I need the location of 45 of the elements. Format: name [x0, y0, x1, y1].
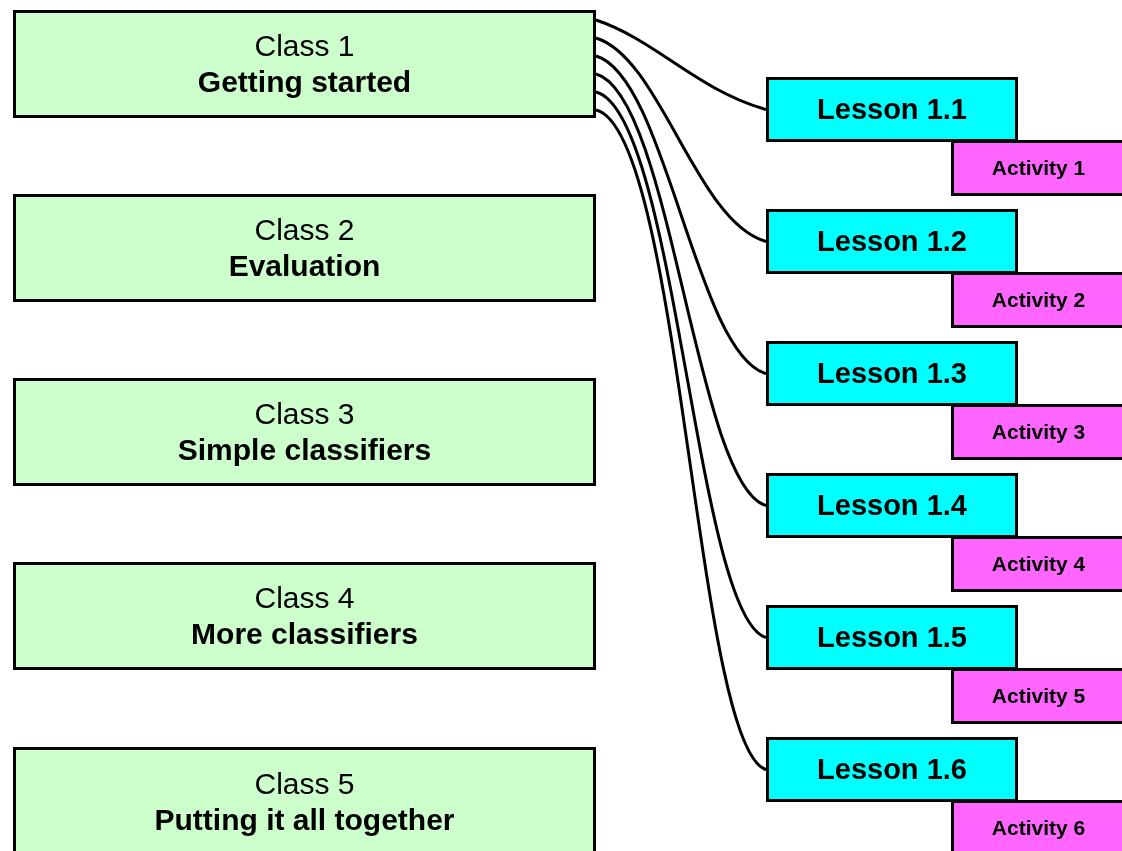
class-subtitle: Evaluation: [228, 248, 381, 284]
class-box: [13, 747, 596, 851]
connector-line: [595, 108, 768, 771]
class-box: [13, 194, 596, 302]
class-box: [13, 562, 596, 670]
connector-line: [595, 90, 767, 639]
lesson-box: [766, 341, 1018, 406]
activity-label: Activity 6: [991, 816, 1086, 840]
connector-line: [595, 18, 767, 111]
lesson-box: [766, 737, 1018, 802]
lesson-box: [766, 605, 1018, 670]
class-subtitle: More classifiers: [191, 616, 418, 652]
activity-label: Activity 2: [991, 288, 1086, 312]
lesson-label: Lesson 1.6: [817, 753, 967, 786]
class-box: [13, 378, 596, 486]
activity-label: Activity 3: [991, 420, 1086, 444]
lesson-label: Lesson 1.2: [817, 225, 967, 258]
class-title: Class 4: [254, 580, 355, 616]
lesson-box: [766, 473, 1018, 538]
activity-box: [951, 800, 1122, 851]
class-box: [13, 10, 596, 118]
lesson-label: Lesson 1.4: [817, 489, 967, 522]
activity-label: Activity 1: [991, 156, 1086, 180]
activity-box: [951, 272, 1122, 328]
connector-line: [595, 72, 767, 507]
class-title: Class 3: [254, 396, 355, 432]
connector-line: [595, 36, 767, 243]
activity-box: [951, 668, 1122, 724]
class-title: Class 2: [254, 212, 355, 248]
class-subtitle: Simple classifiers: [177, 432, 432, 468]
lesson-label: Lesson 1.1: [817, 93, 967, 126]
lesson-label: Lesson 1.3: [817, 357, 967, 390]
activity-label: Activity 4: [991, 552, 1086, 576]
activity-box: [951, 404, 1122, 460]
connector-line: [595, 54, 767, 375]
activity-box: [951, 140, 1122, 196]
class-title: Class 5: [254, 766, 355, 802]
lesson-box: [766, 209, 1018, 274]
lesson-label: Lesson 1.5: [817, 621, 967, 654]
activity-box: [951, 536, 1122, 592]
class-title: Class 1: [254, 28, 355, 64]
class-subtitle: Putting it all together: [154, 802, 455, 838]
class-subtitle: Getting started: [197, 64, 412, 100]
activity-label: Activity 5: [991, 684, 1086, 708]
lesson-box: [766, 77, 1018, 142]
